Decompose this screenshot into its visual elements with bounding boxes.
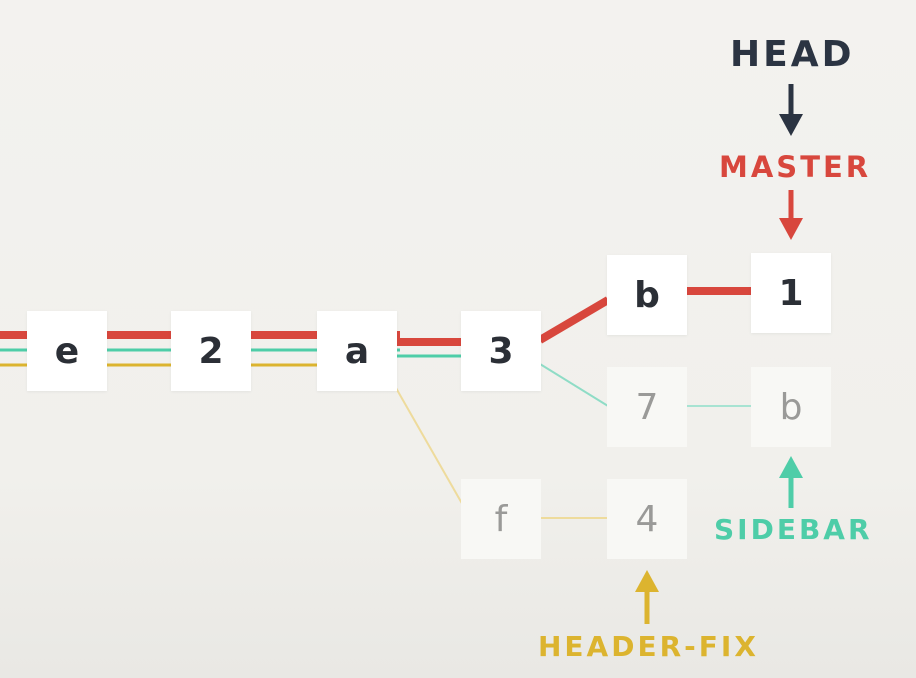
header-fix-branch-label: HEADER-FIX: [538, 630, 759, 663]
commit-node: 1: [751, 253, 831, 333]
commit-node-faded: f: [461, 479, 541, 559]
commit-node: e: [27, 311, 107, 391]
sidebar-line-3-7: [539, 363, 609, 407]
commit-node-faded: 7: [607, 367, 687, 447]
master-branch-label: MASTER: [719, 150, 872, 184]
arrow-down-icon: [779, 84, 803, 136]
arrow-down-icon: [779, 190, 803, 240]
commit-node-faded: 4: [607, 479, 687, 559]
header-fix-line-a-f: [395, 387, 469, 515]
commit-node-faded: b: [751, 367, 831, 447]
commit-node: b: [607, 255, 687, 335]
master-line-3-b: [537, 296, 611, 344]
commit-node: 2: [171, 311, 251, 391]
head-label: HEAD: [730, 34, 855, 75]
sidebar-branch-label: SIDEBAR: [714, 513, 873, 546]
commit-node: 3: [461, 311, 541, 391]
arrow-up-icon: [635, 570, 659, 624]
commit-node: a: [317, 311, 397, 391]
arrow-up-icon: [779, 456, 803, 508]
